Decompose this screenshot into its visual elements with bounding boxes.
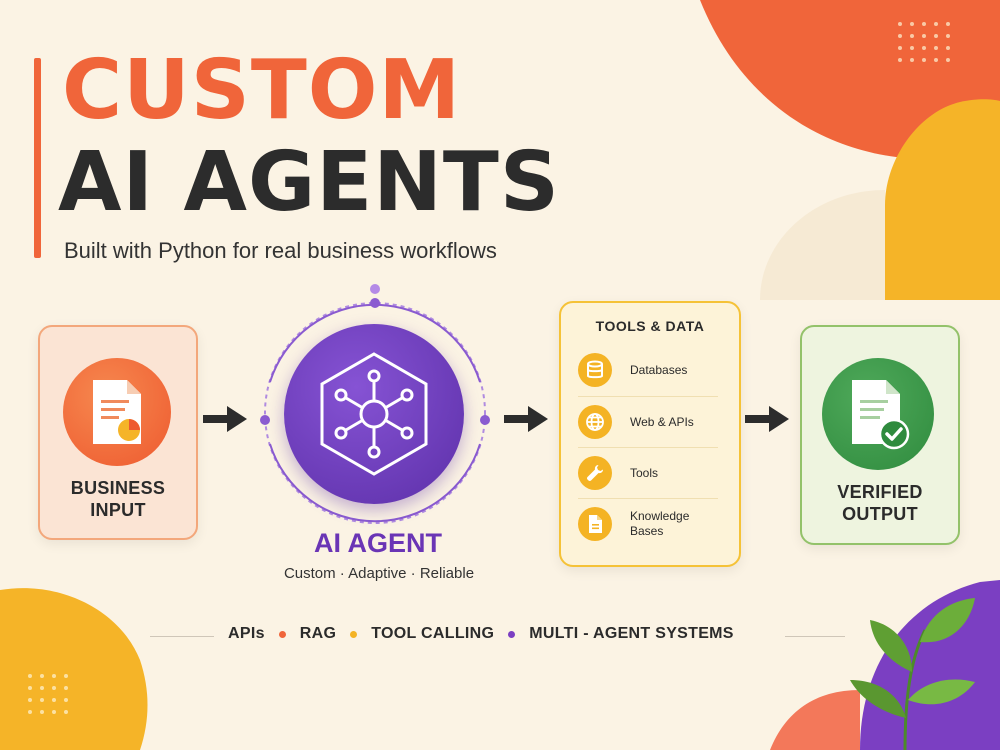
business-input-label-line-2: INPUT bbox=[90, 499, 146, 520]
tool-divider bbox=[578, 447, 718, 448]
verified-output-label-line-2: OUTPUT bbox=[842, 503, 918, 524]
dot-grid-top bbox=[898, 22, 950, 62]
wrench-icon bbox=[578, 456, 612, 490]
tag-apis: APIs bbox=[228, 625, 265, 642]
document-icon bbox=[578, 507, 612, 541]
orange-blob-top-right bbox=[700, 0, 1000, 159]
globe-icon bbox=[578, 405, 612, 439]
agent-subtitle: Custom · Adaptive · Reliable bbox=[283, 565, 475, 582]
tag-rag: RAG bbox=[299, 625, 337, 642]
input-icon-circle bbox=[63, 358, 171, 466]
tool-divider bbox=[578, 396, 718, 397]
output-icon-circle bbox=[822, 358, 934, 470]
capability-tags: APIs RAG TOOL CALLING MULTI - AGENT SYST… bbox=[228, 625, 734, 643]
arrow-agent-to-tools bbox=[504, 406, 548, 432]
document-check-icon bbox=[852, 380, 910, 450]
tag-separator-dot bbox=[350, 630, 358, 638]
tool-item-web-apis: Web & APIs bbox=[578, 402, 728, 442]
purple-blob-bottom-right bbox=[860, 580, 1000, 750]
dot-grid-bottom bbox=[28, 674, 68, 714]
arrow-tools-to-output bbox=[745, 406, 789, 432]
verified-output-label-line-1: VERIFIED bbox=[837, 482, 923, 502]
tool-label-knowledge-bases: Knowledge Bases bbox=[630, 509, 690, 538]
yellow-blob-top-right bbox=[885, 99, 1000, 300]
tool-item-tools: Tools bbox=[578, 453, 728, 493]
agent-orbit-ring bbox=[260, 284, 490, 524]
tool-divider bbox=[578, 498, 718, 499]
tool-label-databases: Databases bbox=[630, 362, 688, 377]
tool-label-tools: Tools bbox=[630, 465, 659, 480]
tag-separator-dot bbox=[278, 630, 286, 638]
tag-separator-dot bbox=[508, 630, 516, 638]
tools-heading: TOOLS & DATA bbox=[595, 318, 705, 334]
tags-divider-right bbox=[785, 636, 845, 637]
tool-item-knowledge-bases: Knowledge Bases bbox=[578, 504, 728, 544]
agent-core-circle bbox=[284, 324, 464, 504]
network-hexagon-icon bbox=[320, 352, 428, 476]
subtitle: Built with Python for real business work… bbox=[64, 238, 497, 263]
beige-shape bbox=[760, 190, 885, 300]
yellow-blob-bottom-left bbox=[0, 588, 148, 750]
business-input-label-line-1: BUSINESS bbox=[70, 478, 166, 498]
plant-leaves bbox=[850, 598, 975, 750]
agent-title: AI AGENT bbox=[314, 528, 442, 558]
document-chart-icon bbox=[93, 380, 141, 444]
title-accent-bar bbox=[34, 58, 41, 258]
tags-divider-left bbox=[150, 636, 214, 637]
business-input-label: BUSINESS INPUT bbox=[40, 478, 196, 521]
title-line-1: CUSTOM bbox=[62, 43, 462, 138]
verified-output-label: VERIFIED OUTPUT bbox=[802, 482, 958, 525]
database-icon bbox=[578, 353, 612, 387]
tag-tool-calling: TOOL CALLING bbox=[371, 625, 495, 642]
tool-label-web-apis: Web & APIs bbox=[630, 414, 694, 429]
tool-item-databases: Databases bbox=[578, 350, 728, 390]
arrow-input-to-agent bbox=[203, 406, 247, 432]
tag-multi-agent-systems: MULTI - AGENT SYSTEMS bbox=[529, 625, 734, 642]
orange-blob-bottom-right bbox=[770, 690, 860, 750]
title-line-2: AI AGENTS bbox=[58, 135, 560, 230]
